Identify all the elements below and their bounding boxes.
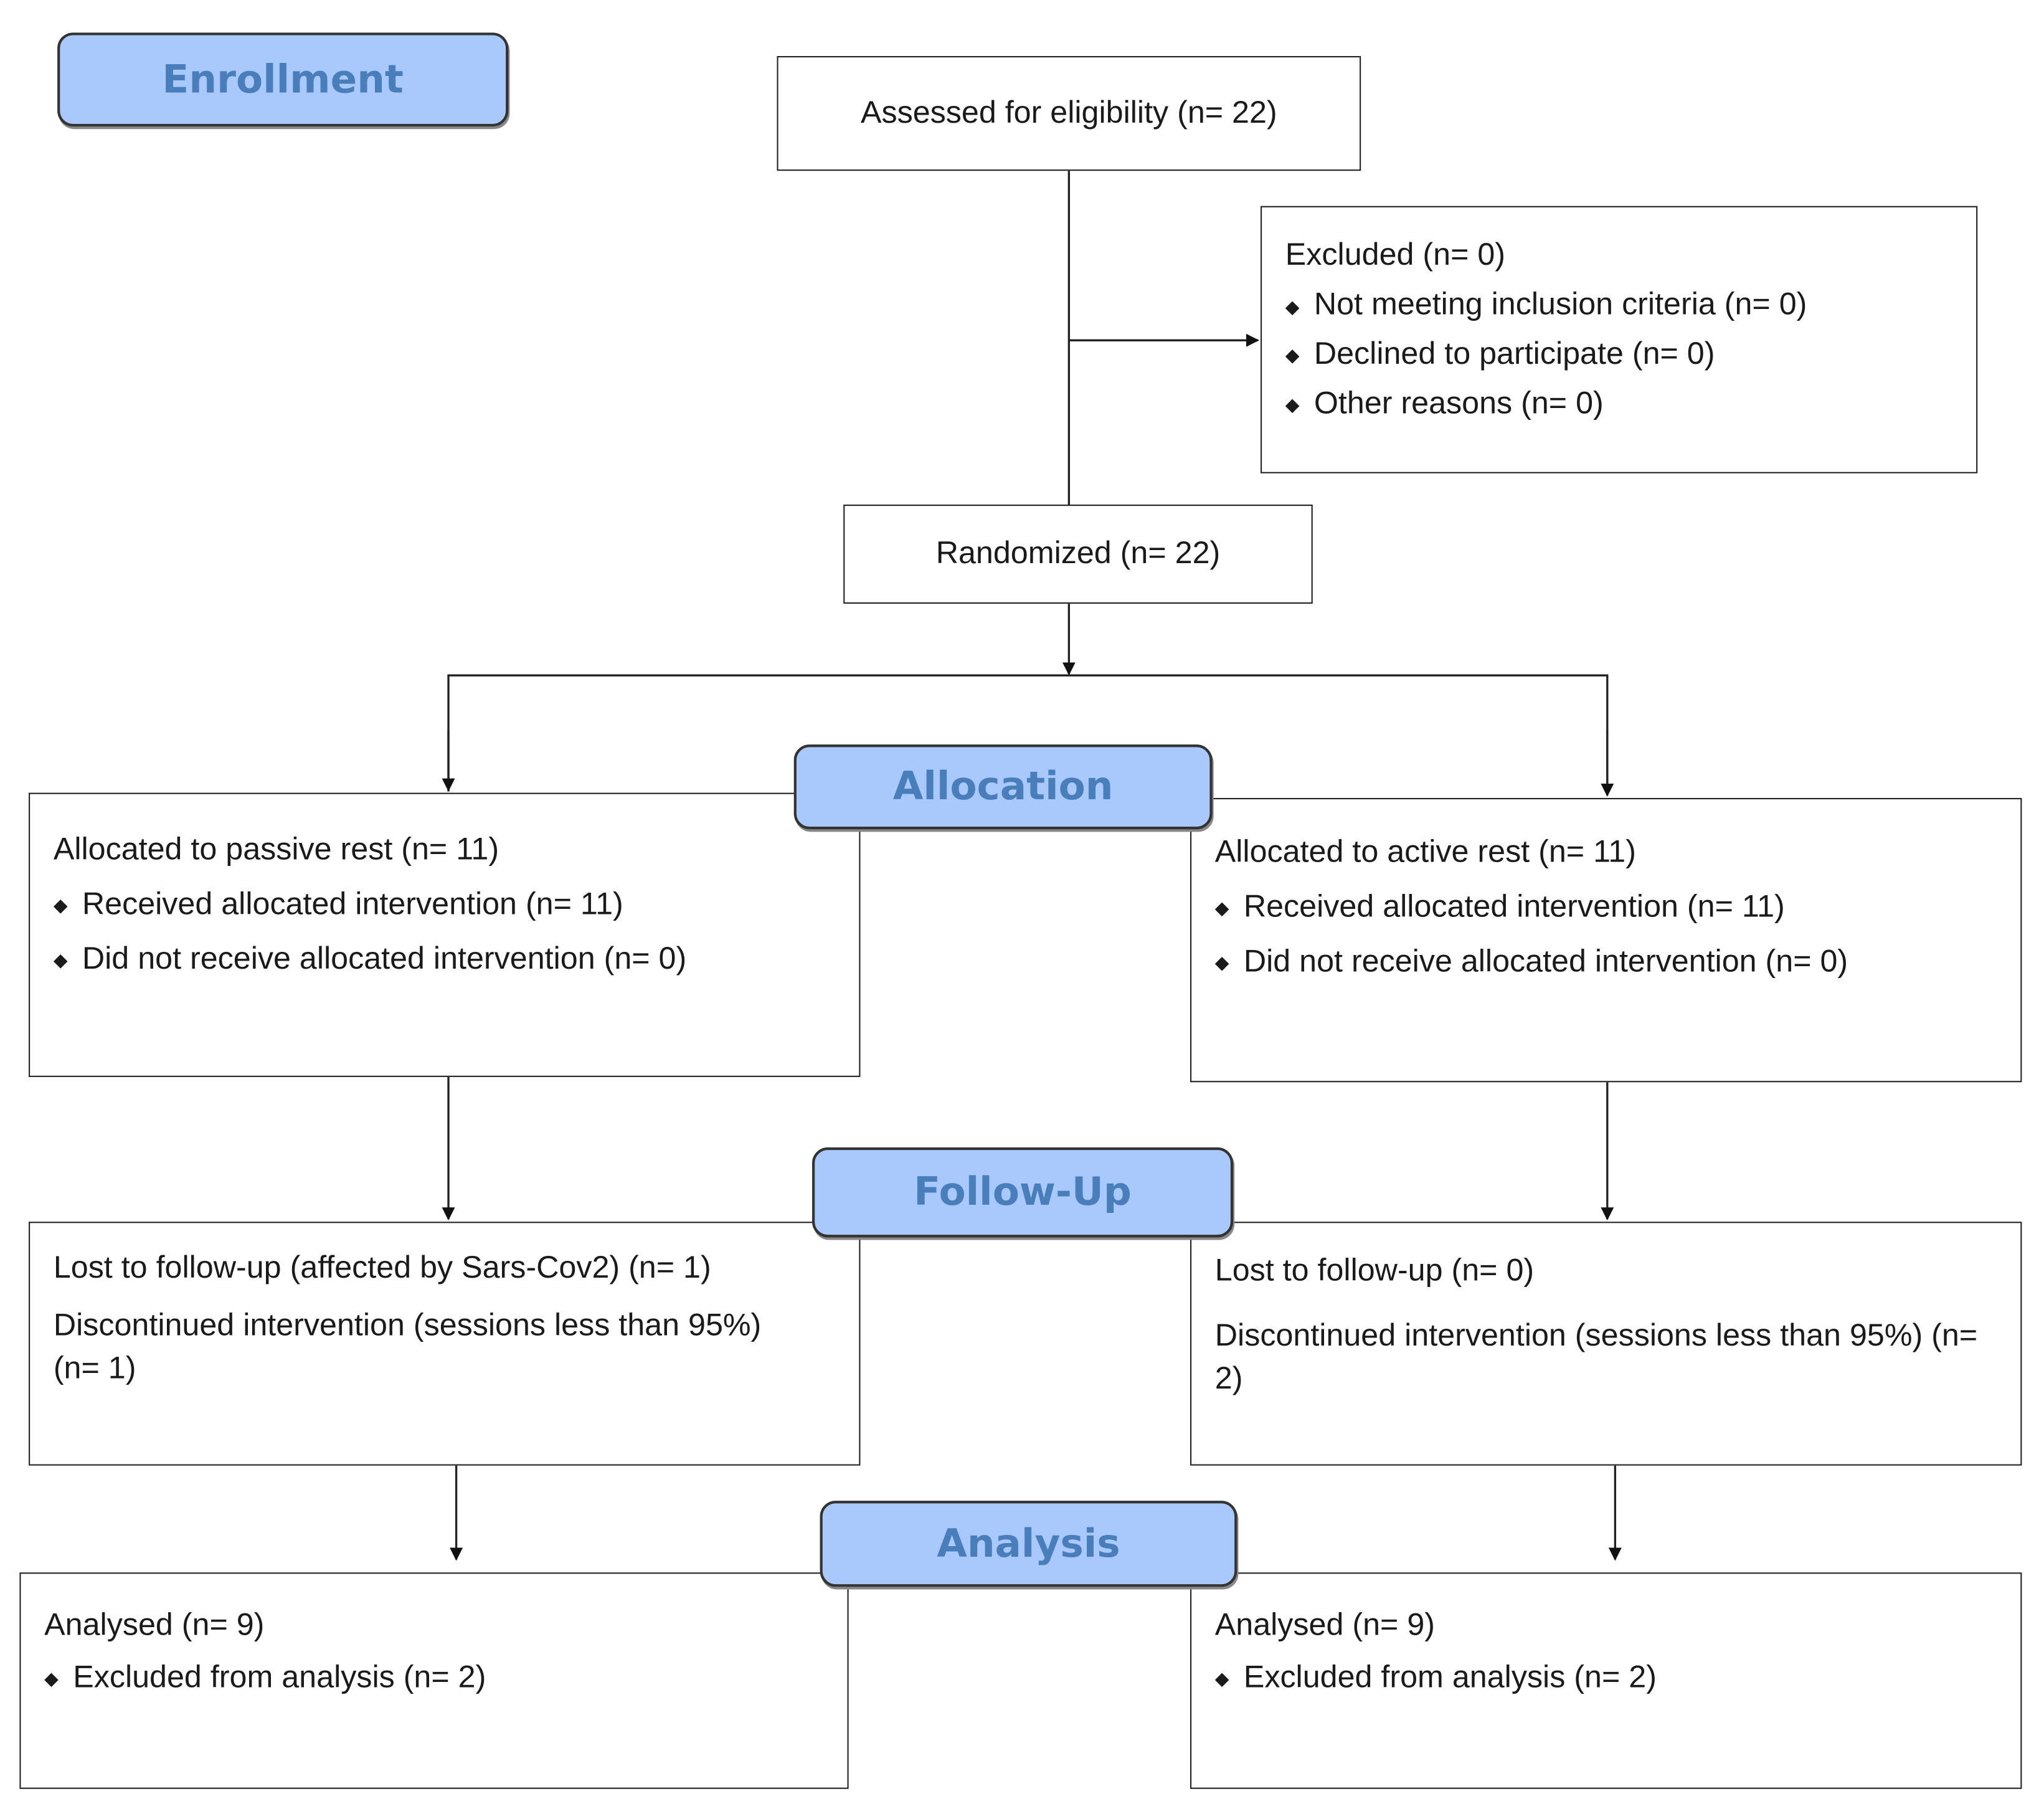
bullet-icon: ◆ [1285,394,1300,416]
analysis-left-box: Analysed (n= 9) ◆ Excluded from analysis … [19,1572,849,1789]
bullet-icon: ◆ [1285,295,1300,316]
followup-right-discontinued: Discontinued intervention (sessions less… [1214,1318,1978,1397]
allocation-left-title: Allocated to passive rest (n= 11) [53,832,499,867]
followup-right-box: Lost to follow-up (n= 0) Discontinued in… [1190,1222,2022,1466]
stage-enrollment: Enrollment [57,32,509,127]
excluded-box: Excluded (n= 0) ◆ Not meeting inclusion c… [1261,206,1978,473]
allocation-right-box: Allocated to active rest (n= 11) ◆ Receiv… [1190,797,2022,1083]
followup-left-lost: Lost to follow-up (affected by Sars-Cov2… [53,1250,711,1286]
bullet-icon: ◆ [1214,897,1229,919]
bullet-icon: ◆ [53,949,68,971]
stage-follow-up: Follow-Up [812,1147,1234,1238]
allocation-left-item: Received allocated intervention (n= 11) [82,886,623,922]
allocation-left-box: Allocated to passive rest (n= 11) ◆ Recei… [29,792,861,1077]
excluded-item: Declined to participate (n= 0) [1313,336,1715,372]
analysis-left-title: Analysed (n= 9) [44,1607,265,1643]
bullet-icon: ◆ [1214,952,1229,974]
bullet-icon: ◆ [1214,1667,1229,1688]
excluded-title: Excluded (n= 0) [1285,237,1506,273]
randomized-box: Randomized (n= 22) [843,505,1313,604]
analysis-right-item: Excluded from analysis (n= 2) [1243,1659,1657,1695]
assessed-box: Assessed for eligibility (n= 22) [777,56,1361,171]
bullet-icon: ◆ [44,1667,59,1688]
allocation-right-title: Allocated to active rest (n= 11) [1214,834,1636,870]
analysis-right-box: Analysed (n= 9) ◆ Excluded from analysis … [1190,1572,2022,1789]
followup-left-box: Lost to follow-up (affected by Sars-Cov2… [29,1222,861,1466]
excluded-item: Other reasons (n= 0) [1313,385,1604,421]
followup-left-discontinued: Discontinued intervention (sessions less… [53,1307,762,1387]
allocation-left-item: Did not receive allocated intervention (… [82,941,687,977]
stage-analysis: Analysis [820,1501,1237,1587]
stage-allocation: Allocation [793,744,1213,830]
excluded-item: Not meeting inclusion criteria (n= 0) [1313,287,1807,322]
allocation-right-item: Received allocated intervention (n= 11) [1243,889,1785,925]
analysis-left-item: Excluded from analysis (n= 2) [73,1659,486,1695]
allocation-right-item: Did not receive allocated intervention (… [1243,944,1848,979]
assessed-text: Assessed for eligibility (n= 22) [860,95,1277,131]
analysis-right-title: Analysed (n= 9) [1214,1607,1436,1643]
bullet-icon: ◆ [53,895,68,916]
bullet-icon: ◆ [1285,344,1300,366]
randomized-text: Randomized (n= 22) [935,536,1221,572]
followup-right-lost: Lost to follow-up (n= 0) [1214,1253,1535,1288]
